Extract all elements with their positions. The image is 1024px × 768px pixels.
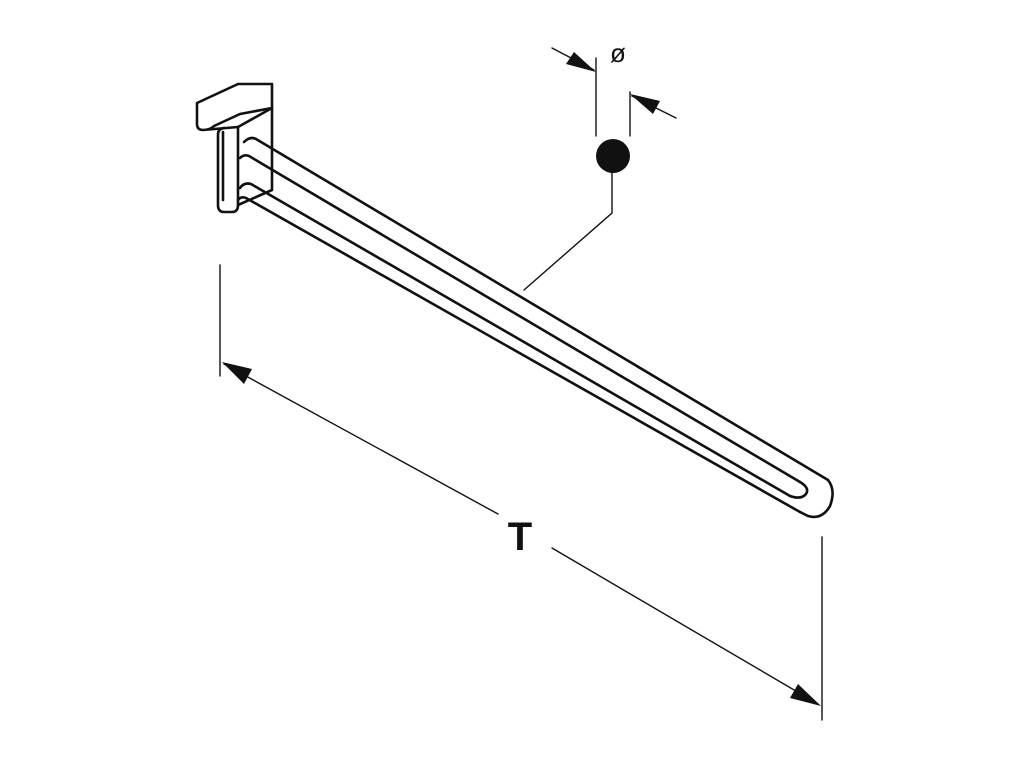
diameter-label: ø [610,38,626,68]
rod-cross-section [596,139,630,173]
diameter-arrow-left [566,52,596,72]
rod-loop-end [788,478,834,519]
lower-rod [236,182,802,514]
diameter-arrow-right [630,94,660,114]
upper-rod [238,136,830,484]
length-arrow-right [790,684,821,706]
length-dimension-left [223,363,499,515]
mounting-bracket [195,82,274,214]
length-dimension-right [551,547,819,705]
diameter-leader-line [523,164,613,291]
length-label: T [508,515,532,559]
length-arrow-left [222,362,252,384]
